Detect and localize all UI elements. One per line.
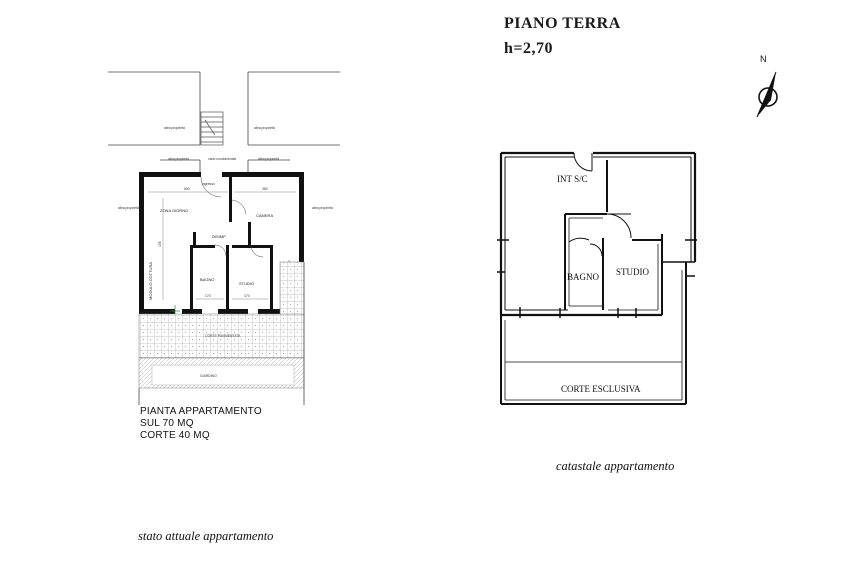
right-footer-caption: catastale appartamento xyxy=(556,459,675,473)
left-footer-caption: stato attuale appartamento xyxy=(138,529,274,543)
walls xyxy=(139,172,304,314)
dimension-5: 155 xyxy=(158,241,162,247)
plan-height: h=2,70 xyxy=(504,40,554,57)
dimension-3: 170 xyxy=(205,294,211,298)
label-altra-proprieta-4: altra proprietà xyxy=(258,157,279,161)
room-studio-right: STUDIO xyxy=(616,267,649,277)
room-corte-esclusiva: CORTE ESCLUSIVA xyxy=(561,384,641,394)
dimension-lines xyxy=(148,191,296,300)
dimension-1: 650 xyxy=(184,187,190,191)
label-altra-proprieta-6: altra proprietà xyxy=(312,206,333,210)
caption-line-1: PIANTA APPARTAMENTO xyxy=(140,406,262,417)
doors xyxy=(200,176,264,258)
room-bagno-right: BAGNO xyxy=(567,272,600,282)
north-label: N xyxy=(760,54,767,64)
surroundings xyxy=(108,71,340,175)
room-studio: STUDIO xyxy=(239,281,254,286)
label-vano-condominiale: vano condominiale xyxy=(208,157,236,161)
room-bagno: BAGNO xyxy=(200,277,214,282)
north-arrow-icon xyxy=(756,71,778,118)
room-modulo-cottura: MODULO COTTURA xyxy=(148,262,153,300)
label-ingresso: ingresso xyxy=(202,182,215,186)
staircase xyxy=(200,111,224,146)
window-ticks xyxy=(497,239,697,318)
label-altra-proprieta-2: altra proprietà xyxy=(254,126,275,130)
left-plan-caption: PIANTA APPARTAMENTO SUL 70 MQ CORTE 40 M… xyxy=(140,406,262,442)
caption-line-2: SUL 70 MQ xyxy=(140,418,194,429)
caption-line-3: CORTE 40 MQ xyxy=(140,430,210,441)
corte-side-strip xyxy=(279,261,305,315)
label-altra-proprieta-5: altra proprietà xyxy=(118,206,139,210)
corte-pavimentata-area xyxy=(138,313,305,359)
label-altra-proprieta-3: altra proprietà xyxy=(168,157,189,161)
garden-borders xyxy=(138,262,305,405)
room-camera: CAMERA xyxy=(256,213,273,218)
room-disimp: DISIMP xyxy=(212,234,226,239)
dimension-4: 170 xyxy=(244,294,250,298)
label-giardino: GIARDINO xyxy=(200,374,217,378)
label-altra-proprieta-1: altra proprietà xyxy=(164,126,185,130)
giardino-inner xyxy=(151,364,295,386)
room-zona-giorno: ZONA GIORNO xyxy=(160,208,188,213)
room-int: INT S/C xyxy=(557,174,588,184)
plan-title: PIANO TERRA xyxy=(504,15,621,32)
catastale-walls xyxy=(499,151,697,405)
dimension-2: 360 xyxy=(262,187,268,191)
label-corte-pavimentata: CORTE PAVIMENTATA xyxy=(205,334,241,338)
catastale-doors xyxy=(568,152,632,257)
